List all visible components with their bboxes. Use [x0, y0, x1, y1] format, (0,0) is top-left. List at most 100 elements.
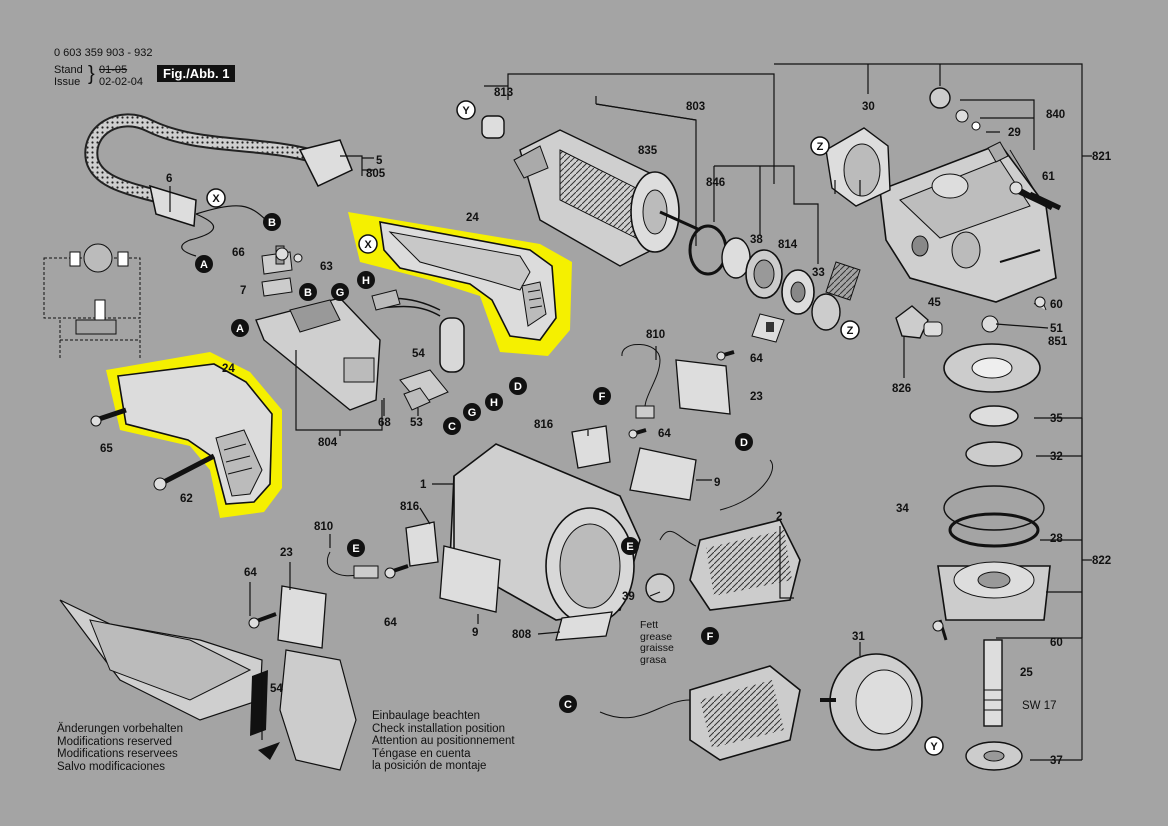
label-810a: 810 — [646, 329, 665, 341]
callout-f-1: F — [593, 387, 611, 405]
issue-date: 02-02-04 — [99, 76, 144, 88]
label-61: 61 — [1042, 171, 1055, 183]
label-33: 33 — [812, 267, 825, 279]
label-32: 32 — [1050, 451, 1063, 463]
callout-h-1: H — [357, 271, 375, 289]
callout-f-2: F — [701, 627, 719, 645]
label-23a: 23 — [750, 391, 763, 403]
callout-h-2: H — [485, 393, 503, 411]
part-labels: 813 803 835 846 38 814 33 30 840 29 821 … — [100, 87, 1112, 767]
installation-inset — [59, 599, 357, 771]
bearing-parts — [688, 224, 861, 343]
wiring-schematic — [43, 243, 141, 360]
label-45: 45 — [928, 297, 941, 309]
svg-text:C: C — [448, 421, 456, 433]
gear-housing — [825, 87, 1057, 333]
label-851: 851 — [1048, 336, 1068, 348]
label-805: 805 — [366, 168, 386, 180]
svg-text:E: E — [626, 541, 633, 553]
label-810b: 810 — [314, 521, 333, 533]
stand-date: 01-05 — [99, 64, 128, 76]
label-6: 6 — [166, 173, 172, 185]
svg-text:F: F — [599, 391, 606, 403]
handle-highlight-lower — [106, 352, 282, 518]
svg-text:G: G — [468, 407, 477, 419]
armature-rotor — [481, 115, 701, 267]
label-29: 29 — [1008, 127, 1021, 139]
svg-text:A: A — [236, 323, 244, 335]
svg-text:C: C — [564, 699, 572, 711]
label-64b: 64 — [658, 428, 671, 440]
issue-label: Issue — [54, 76, 81, 88]
spindle-gear-stack — [895, 191, 1062, 771]
label-816b: 816 — [400, 501, 419, 513]
label-31: 31 — [852, 631, 865, 643]
label-35: 35 — [1050, 413, 1063, 425]
label-34: 34 — [896, 503, 909, 515]
label-60a: 60 — [1050, 299, 1063, 311]
svg-text:Y: Y — [462, 105, 470, 117]
callout-c-2: C — [559, 695, 577, 713]
label-813: 813 — [494, 87, 513, 99]
callout-c-1: C — [443, 417, 461, 435]
svg-text:G: G — [336, 287, 345, 299]
svg-text:X: X — [364, 239, 372, 251]
figure-label: Fig./Abb. 1 — [157, 65, 236, 82]
label-54b: 54 — [270, 683, 283, 695]
part-number: 0 603 359 903 - 932 — [54, 47, 153, 59]
label-64c: 64 — [244, 567, 257, 579]
screws — [90, 181, 1054, 632]
label-38: 38 — [750, 234, 763, 246]
label-835: 835 — [638, 145, 658, 157]
svg-text:D: D — [514, 381, 522, 393]
label-sw17: SW 17 — [1022, 700, 1057, 712]
svg-text:Y: Y — [930, 741, 938, 753]
label-2: 2 — [776, 511, 782, 523]
label-65: 65 — [100, 443, 113, 455]
svg-text:D: D — [740, 437, 748, 449]
label-814: 814 — [778, 239, 798, 251]
label-64d: 64 — [384, 617, 397, 629]
svg-text:B: B — [268, 217, 276, 229]
label-68: 68 — [378, 417, 391, 429]
label-30: 30 — [862, 101, 875, 113]
field-coils — [599, 459, 801, 761]
label-1: 1 — [420, 479, 427, 491]
label-64a: 64 — [750, 353, 763, 365]
callout-d-2: D — [735, 433, 753, 451]
callout-z-mid: Z — [840, 320, 860, 340]
motor-housing — [439, 443, 697, 641]
label-816a: 816 — [534, 419, 553, 431]
svg-text:B: B — [304, 287, 312, 299]
label-803: 803 — [686, 101, 705, 113]
callout-y-top: Y — [456, 100, 476, 120]
switch-assembly — [255, 245, 465, 411]
callout-g-2: G — [463, 403, 481, 421]
callout-e-1: E — [347, 539, 365, 557]
stand-label: Stand — [54, 64, 83, 76]
label-9a: 9 — [714, 477, 720, 489]
label-28: 28 — [1050, 533, 1063, 545]
label-804: 804 — [318, 437, 338, 449]
svg-text:Z: Z — [847, 325, 854, 337]
svg-text:A: A — [200, 259, 208, 271]
handle-highlight-upper — [348, 212, 572, 356]
svg-text:X: X — [212, 193, 220, 205]
label-66: 66 — [232, 247, 245, 259]
label-54a: 54 — [412, 348, 425, 360]
label-822: 822 — [1092, 555, 1111, 567]
label-5: 5 — [376, 155, 383, 167]
callout-x-handle: X — [358, 234, 378, 254]
label-9b: 9 — [472, 627, 478, 639]
label-821: 821 — [1092, 151, 1112, 163]
label-62: 62 — [180, 493, 193, 505]
label-826: 826 — [892, 383, 911, 395]
flange-ring — [820, 653, 923, 751]
label-24a: 24 — [466, 212, 479, 224]
callout-a-1: A — [195, 255, 213, 273]
callout-d-1: D — [509, 377, 527, 395]
label-808: 808 — [512, 629, 532, 641]
